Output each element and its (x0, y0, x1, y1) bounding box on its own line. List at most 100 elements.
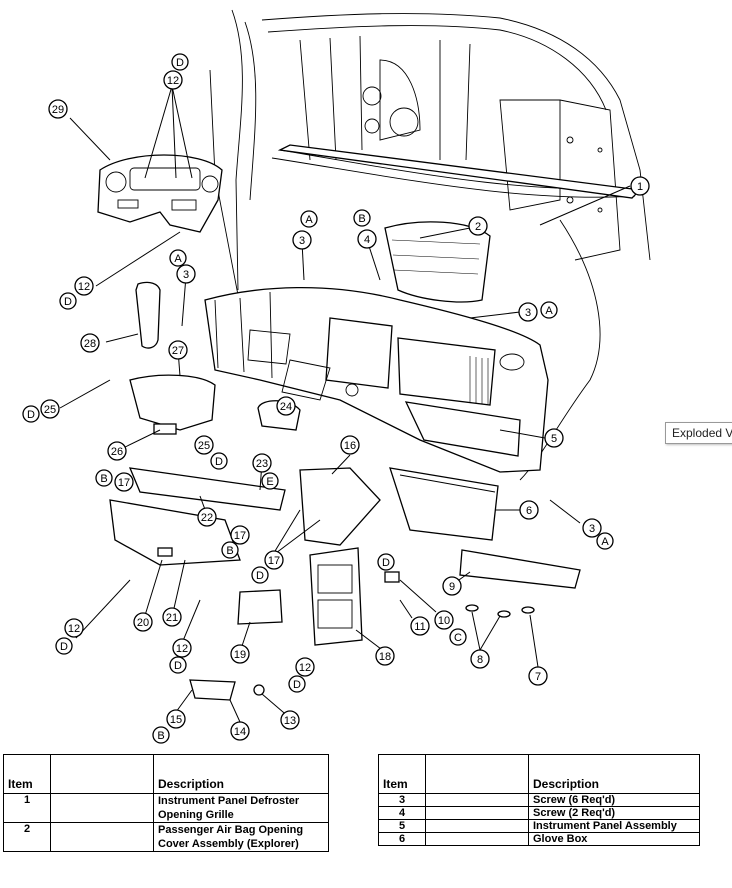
svg-text:29: 29 (52, 104, 64, 116)
callout-20: 20 (133, 612, 153, 632)
callout-2: 2 (468, 216, 488, 236)
svg-text:D: D (382, 557, 390, 569)
callout-12-top-left: 12 (74, 276, 94, 296)
row-item: 1 (3, 793, 51, 823)
center-brace (299, 467, 381, 546)
svg-text:24: 24 (280, 401, 292, 413)
svg-text:A: A (174, 253, 182, 265)
legend-row: 3 Screw (6 Req'd) (378, 793, 700, 807)
callout-25-left: 25 (40, 399, 60, 419)
header-blank (425, 754, 529, 794)
svg-text:D: D (176, 57, 184, 69)
callout-B-top: B (353, 209, 371, 227)
callout-D-ashtray: D (251, 566, 269, 584)
legend-row: 6 Glove Box (378, 832, 700, 846)
header-description: Description (153, 754, 329, 794)
callout-12-left: 12 (64, 618, 84, 638)
svg-text:17: 17 (268, 555, 280, 567)
legend-row: 5 Instrument Panel Assembly (378, 819, 700, 833)
svg-text:B: B (358, 213, 365, 225)
svg-text:12: 12 (299, 662, 311, 674)
callout-8: 8 (470, 649, 490, 669)
callout-18: 18 (375, 646, 395, 666)
svg-text:D: D (64, 296, 72, 308)
svg-text:27: 27 (172, 345, 184, 357)
svg-text:17: 17 (118, 477, 130, 489)
callout-7: 7 (528, 666, 548, 686)
cluster-bezel (97, 154, 223, 233)
svg-text:D: D (27, 409, 35, 421)
svg-text:D: D (174, 660, 182, 672)
row-description: Screw (6 Req'd) (528, 793, 700, 807)
row-description: Instrument Panel Defroster Opening Grill… (153, 793, 329, 823)
svg-text:11: 11 (414, 621, 425, 633)
lower-cover (459, 549, 581, 589)
callout-A-left: A (169, 249, 187, 267)
svg-text:3: 3 (589, 523, 595, 535)
svg-text:16: 16 (344, 440, 356, 452)
svg-text:9: 9 (449, 581, 455, 593)
header-blank (50, 754, 154, 794)
svg-text:22: 22 (201, 512, 213, 524)
callout-29: 29 (48, 99, 68, 119)
svg-text:D: D (60, 641, 68, 653)
row-blank (425, 819, 529, 833)
callout-D-top-left: D (59, 292, 77, 310)
center-finish-panel (309, 547, 363, 646)
callout-28: 28 (80, 333, 100, 353)
callout-26: 26 (107, 441, 127, 461)
glove-box (389, 467, 499, 541)
defroster-grille (277, 144, 642, 199)
callout-16: 16 (340, 435, 360, 455)
row-description: Passenger Air Bag Opening Cover Assembly… (153, 822, 329, 852)
legend-table-right: Item Description 3 Screw (6 Req'd) 4 Scr… (378, 754, 700, 846)
callout-14: 14 (230, 721, 250, 741)
legend-row: 4 Screw (2 Req'd) (378, 806, 700, 820)
callout-6: 6 (519, 500, 539, 520)
callout-C: C (449, 628, 467, 646)
legend-table-left: Item Description 1 Instrument Panel Defr… (3, 754, 329, 852)
header-item: Item (3, 754, 51, 794)
callout-12-lower: 12 (172, 638, 192, 658)
svg-text:A: A (545, 305, 553, 317)
callout-23: 23 (252, 453, 272, 473)
row-description: Screw (2 Req'd) (528, 806, 700, 820)
svg-text:4: 4 (364, 234, 370, 246)
row-blank (50, 822, 154, 852)
svg-text:3: 3 (525, 307, 531, 319)
svg-text:10: 10 (438, 615, 450, 627)
callout-19: 19 (230, 644, 250, 664)
svg-text:13: 13 (284, 715, 296, 727)
callout-24: 24 (276, 396, 296, 416)
callout-4: 4 (357, 229, 377, 249)
svg-text:B: B (100, 473, 107, 485)
svg-text:15: 15 (170, 714, 182, 726)
callout-D-center: D (288, 675, 306, 693)
svg-text:E: E (266, 476, 273, 488)
svg-text:D: D (256, 570, 264, 582)
svg-text:12: 12 (167, 75, 179, 87)
callout-13: 13 (280, 710, 300, 730)
callout-D-mid: D (210, 452, 228, 470)
svg-text:D: D (293, 679, 301, 691)
callout-17-left: 17 (114, 472, 134, 492)
row-item: 3 (378, 793, 426, 807)
svg-text:14: 14 (234, 726, 246, 738)
svg-text:28: 28 (84, 338, 96, 350)
callout-D-lower: D (169, 656, 187, 674)
callout-3-left: 3 (176, 264, 196, 284)
row-item: 6 (378, 832, 426, 846)
ash-tray (237, 589, 283, 625)
callout-21: 21 (162, 607, 182, 627)
row-blank (425, 832, 529, 846)
svg-text:5: 5 (551, 433, 557, 445)
tooltip: Exploded View (665, 422, 732, 444)
legend-row: 2 Passenger Air Bag Opening Cover Assemb… (3, 822, 329, 852)
callout-3-mid: 3 (292, 230, 312, 250)
svg-text:12: 12 (176, 643, 188, 655)
header-item: Item (378, 754, 426, 794)
callout-1: 1 (630, 176, 650, 196)
air-bag-cover (384, 221, 491, 303)
callout-B-center: B (221, 541, 239, 559)
